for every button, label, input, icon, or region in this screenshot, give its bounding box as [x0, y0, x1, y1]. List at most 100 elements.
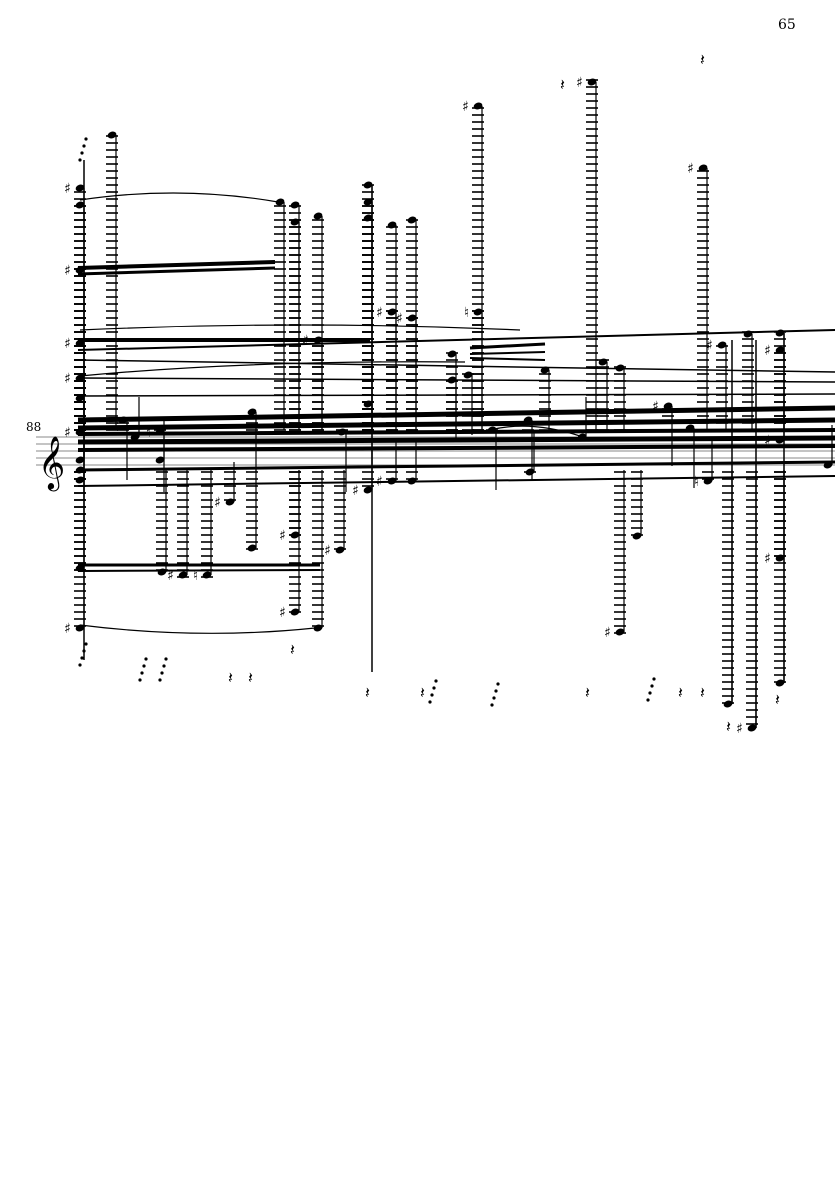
- sharp-icon: ♯: [764, 433, 771, 449]
- notehead: [75, 428, 85, 436]
- notehead: [598, 358, 608, 366]
- sharp-icon: ♯: [462, 99, 469, 115]
- grace-note: [496, 682, 500, 686]
- quarter-rest-icon: 𝄽: [700, 683, 705, 702]
- notehead: [290, 201, 300, 209]
- notehead: [473, 308, 483, 316]
- notehead: [157, 568, 167, 576]
- notehead: [178, 571, 188, 579]
- notehead: [663, 402, 673, 410]
- grace-note: [84, 642, 88, 646]
- notehead: [313, 624, 323, 632]
- grace-note: [492, 696, 496, 700]
- grace-note: [432, 686, 436, 690]
- sharp-icon: ♯: [376, 305, 383, 321]
- quarter-rest-icon: 𝄽: [560, 75, 565, 94]
- notehead: [775, 346, 785, 354]
- grace-note: [84, 137, 88, 141]
- notehead: [587, 78, 597, 86]
- notehead: [775, 679, 785, 687]
- grace-note: [142, 664, 146, 668]
- notehead: [407, 216, 417, 224]
- sharp-icon: ♯: [64, 621, 71, 637]
- beam: [77, 266, 276, 276]
- notehead: [313, 212, 323, 220]
- notehead: [337, 428, 347, 436]
- notehead: [363, 486, 373, 494]
- notehead: [75, 339, 85, 347]
- notehead: [130, 433, 140, 441]
- notehead: [247, 408, 257, 416]
- page-number: 65: [778, 17, 796, 33]
- notehead: [615, 628, 625, 636]
- notehead: [487, 426, 497, 434]
- grace-note: [78, 158, 82, 162]
- sharp-icon: ♯: [604, 625, 611, 641]
- notehead: [823, 461, 833, 469]
- grace-note: [428, 700, 432, 704]
- quarter-rest-icon: 𝄽: [228, 668, 233, 687]
- natural-icon: ♮: [464, 305, 469, 321]
- sharp-icon: ♯: [64, 425, 71, 441]
- notehead: [363, 214, 373, 222]
- notehead: [290, 608, 300, 616]
- notehead: [313, 336, 323, 344]
- sharp-icon: ♯: [64, 263, 71, 279]
- notehead: [363, 181, 373, 189]
- notehead: [75, 201, 85, 209]
- grace-note: [138, 678, 142, 682]
- notehead: [75, 394, 85, 402]
- grace-note: [82, 649, 86, 653]
- notehead: [698, 164, 708, 172]
- sharp-icon: ♯: [764, 551, 771, 567]
- sharp-icon: ♯: [576, 75, 583, 91]
- sharp-icon: ♯: [64, 371, 71, 387]
- grace-note: [160, 671, 164, 675]
- sharp-icon: ♯: [279, 605, 286, 621]
- notehead: [747, 724, 757, 732]
- notehead: [523, 416, 533, 424]
- notehead: [275, 198, 285, 206]
- grace-note: [646, 698, 650, 702]
- notehead: [407, 314, 417, 322]
- grace-note: [164, 657, 168, 661]
- grace-note: [82, 144, 86, 148]
- grace-note: [144, 657, 148, 661]
- notehead: [685, 424, 695, 432]
- quarter-rest-icon: 𝄽: [775, 690, 780, 709]
- quarter-rest-icon: 𝄽: [678, 683, 683, 702]
- grace-note: [434, 679, 438, 683]
- notehead: [155, 428, 165, 436]
- notehead: [363, 198, 373, 206]
- slur: [79, 192, 279, 203]
- sharp-icon: ♯: [302, 333, 309, 349]
- notehead: [723, 700, 733, 708]
- quarter-rest-icon: 𝄽: [290, 640, 295, 659]
- grace-note: [490, 703, 494, 707]
- sharp-icon: ♯: [764, 343, 771, 359]
- grace-note: [652, 677, 656, 681]
- notehead: [743, 330, 753, 338]
- measure-number: 88: [26, 420, 42, 434]
- natural-icon: ♮: [193, 568, 198, 584]
- notehead: [447, 376, 457, 384]
- notehead: [473, 102, 483, 110]
- beam: [77, 475, 835, 487]
- sharp-icon: ♯: [64, 336, 71, 352]
- sharp-icon: ♯: [352, 483, 359, 499]
- quarter-rest-icon: 𝄽: [726, 717, 731, 736]
- notehead: [387, 477, 397, 485]
- beam: [77, 260, 276, 270]
- notehead: [447, 350, 457, 358]
- slur: [79, 624, 316, 634]
- notehead: [75, 184, 85, 192]
- notehead: [118, 416, 128, 424]
- grace-note: [78, 663, 82, 667]
- slur: [79, 361, 466, 377]
- notehead: [717, 341, 727, 349]
- notehead: [387, 308, 397, 316]
- grace-note: [158, 678, 162, 682]
- notehead: [363, 400, 373, 408]
- sharp-icon: ♯: [736, 721, 743, 737]
